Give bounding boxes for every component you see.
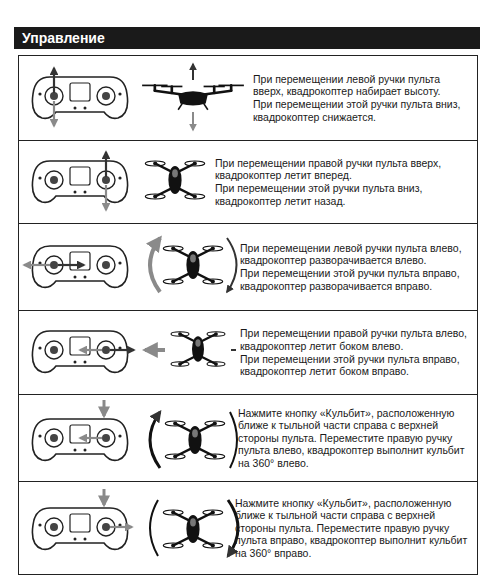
row-text: При перемещении правой ручки пульта влев… xyxy=(240,327,477,377)
instruction-text: При перемещении левой ручки пульта вверх… xyxy=(253,73,471,98)
section-title: Управление xyxy=(14,30,105,46)
table-row: При перемещении правой ручки пульта влев… xyxy=(18,310,478,395)
table-row: При перемещении правой ручки пульта ввер… xyxy=(18,140,478,224)
row-text: При перемещении правой ручки пульта ввер… xyxy=(215,157,477,207)
row-text: При перемещении левой ручки пульта влево… xyxy=(240,242,477,292)
instruction-text: При перемещении правой ручки пульта влев… xyxy=(240,327,471,352)
table-row: При перемещении левой ручки пульта влево… xyxy=(18,223,478,311)
instruction-text: При перемещении этой ручки пульта вниз, … xyxy=(215,182,471,207)
instruction-text: Нажмите кнопку «Кульбит», расположенную … xyxy=(235,497,471,560)
row-text: При перемещении левой ручки пульта вверх… xyxy=(253,73,477,123)
instruction-text: Нажмите кнопку «Кульбит», расположенную … xyxy=(238,407,471,470)
row-text: Нажмите кнопку «Кульбит», расположенную … xyxy=(238,407,477,470)
title-band: Управление xyxy=(14,27,480,49)
table-row: При перемещении левой ручки пульта вверх… xyxy=(18,55,478,141)
instruction-text: При перемещении правой ручки пульта ввер… xyxy=(215,157,471,182)
instruction-text: При перемещении этой ручки пульта вправо… xyxy=(240,267,471,292)
instruction-text: При перемещении этой ручки пульта вниз, … xyxy=(253,98,471,123)
table-row: Нажмите кнопку «Кульбит», расположенную … xyxy=(18,394,478,482)
row-text: Нажмите кнопку «Кульбит», расположенную … xyxy=(235,497,477,560)
instruction-text: При перемещении левой ручки пульта влево… xyxy=(240,242,471,267)
table-row: Нажмите кнопку «Кульбит», расположенную … xyxy=(18,481,478,575)
instruction-text: При перемещении этой ручки пульта вправо… xyxy=(240,353,471,378)
